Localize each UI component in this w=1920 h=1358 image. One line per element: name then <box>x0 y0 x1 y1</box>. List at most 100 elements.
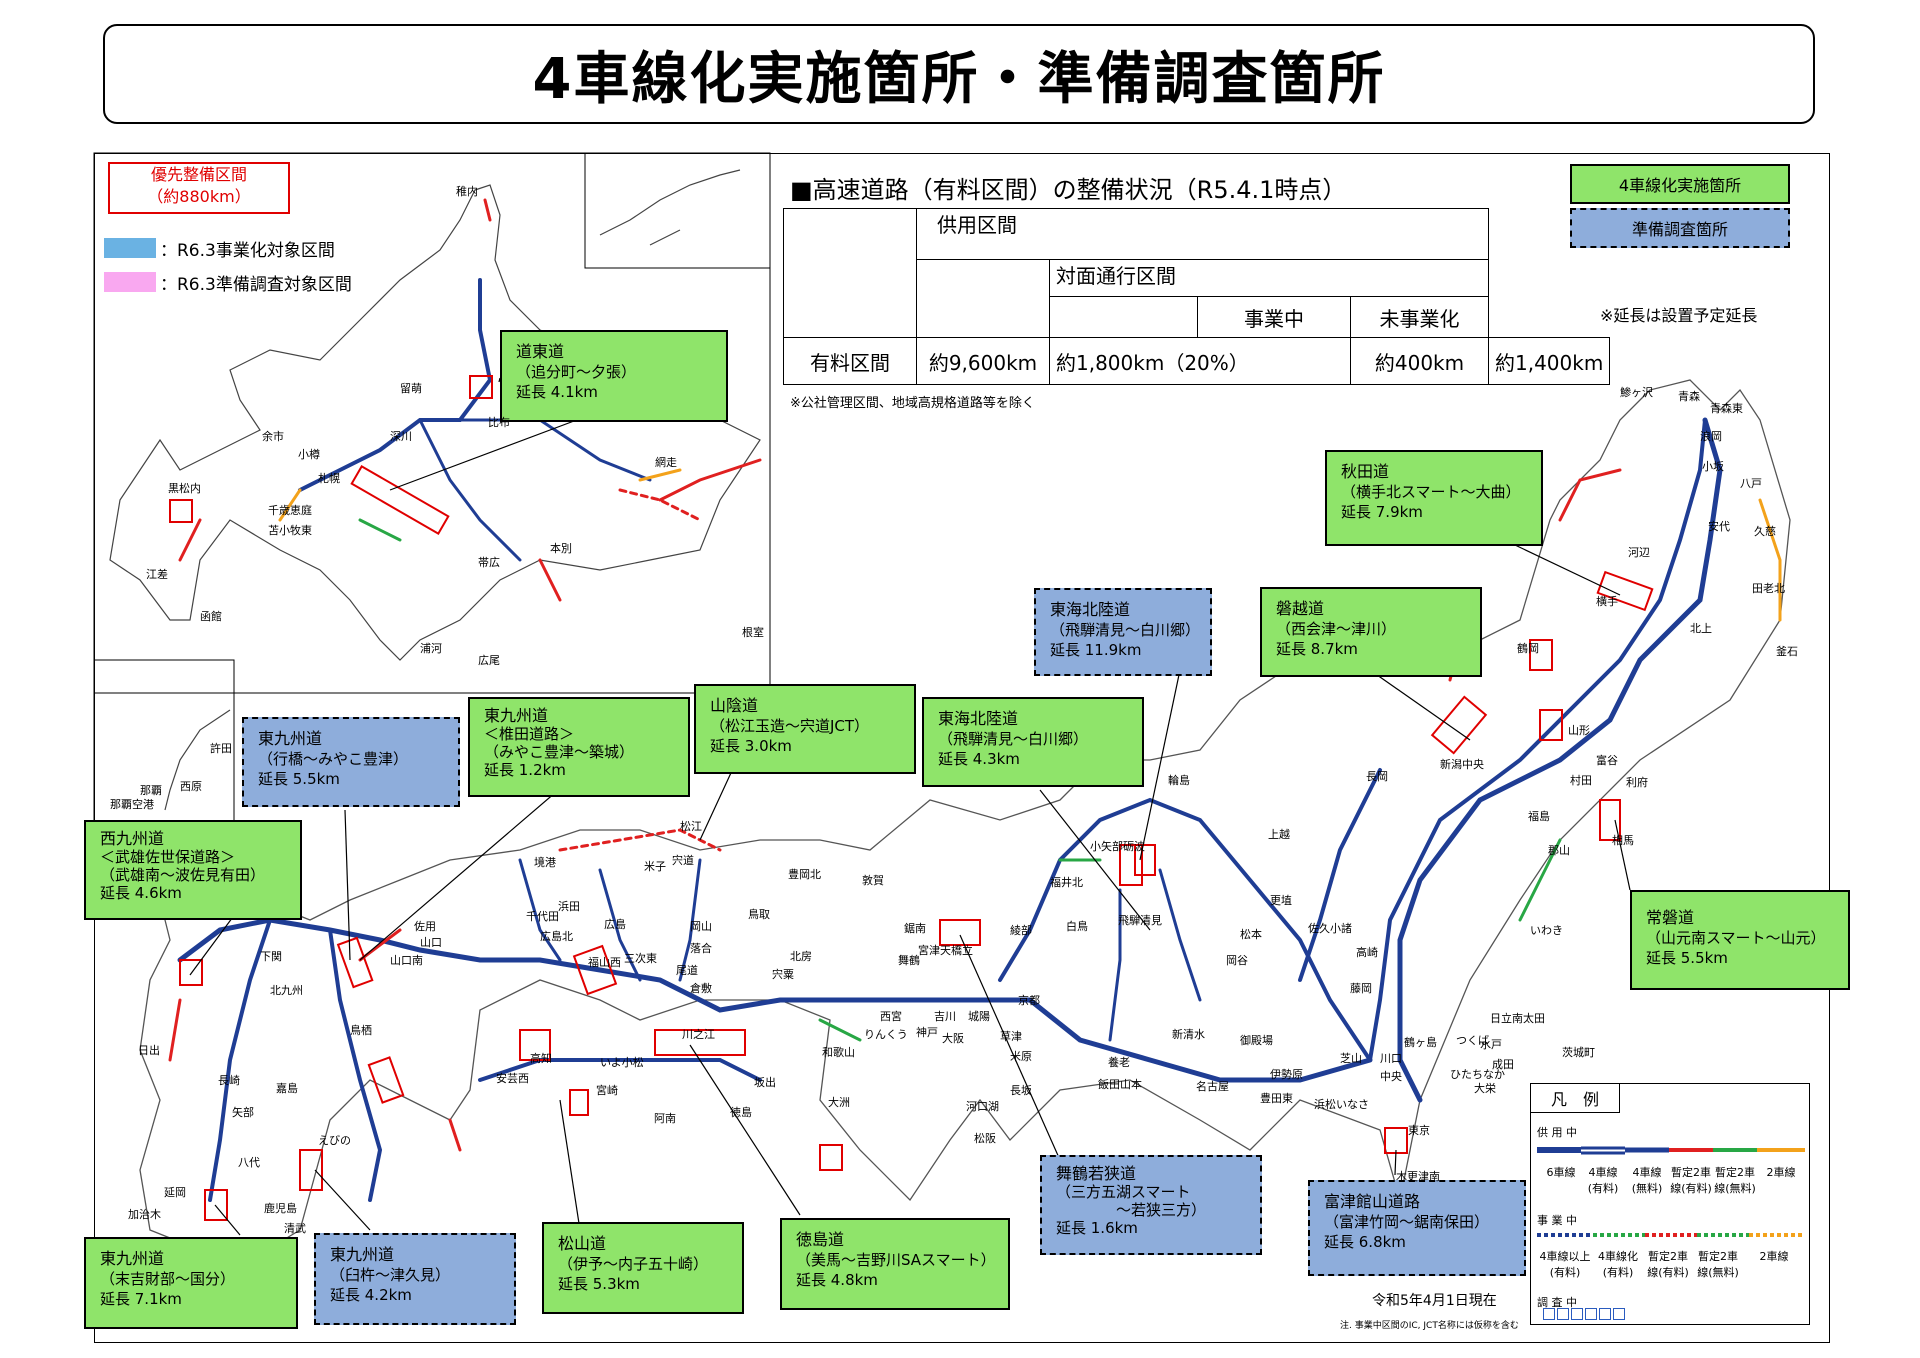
callout-length: 延長 5.5km <box>1646 949 1728 967</box>
city-label: 青森 <box>1678 390 1700 403</box>
city-label: 白鳥 <box>1066 920 1088 933</box>
city-label: 西原 <box>180 780 202 793</box>
legend-chip-survey: 準備調査箇所 <box>1570 208 1790 248</box>
city-label: えびの <box>318 1134 351 1147</box>
city-label: 成田 <box>1492 1058 1514 1071</box>
callout-doto: 道東道 （追分町～夕張） 延長 4.1km <box>500 330 728 422</box>
city-label: 小矢部砺波 <box>1090 840 1145 853</box>
legend-service-item: 暫定2車線(無料) <box>1714 1166 1756 1195</box>
city-label: 山口 <box>420 936 442 949</box>
city-label: 和歌山 <box>822 1046 855 1059</box>
site-marker <box>299 1149 323 1191</box>
site-marker <box>367 1056 405 1104</box>
key-label-business: ：R6.3事業化対象区間 <box>160 241 335 261</box>
callout-section: （横手北スマート～大曲） <box>1341 483 1521 501</box>
city-label: 帯広 <box>478 556 500 569</box>
city-label: 比布 <box>488 416 510 429</box>
city-label: 河口湖 <box>966 1100 999 1113</box>
city-label: 名古屋 <box>1196 1080 1229 1093</box>
city-label: 青森東 <box>1710 402 1743 415</box>
expressway-network <box>168 198 1782 1202</box>
status-row-label: 有料区間 <box>783 337 917 385</box>
callout-name: 東九州道 <box>100 1249 165 1268</box>
callout-section: ＜武雄佐世保道路＞ <box>100 848 236 866</box>
city-label: 村田 <box>1570 774 1592 787</box>
legend-progress-item: 2車線 <box>1759 1250 1789 1263</box>
callout-length: 延長 6.8km <box>1324 1233 1406 1251</box>
legend-service-item: 暫定2車線(有料) <box>1670 1166 1712 1195</box>
city-label: 伊勢原 <box>1270 1068 1303 1081</box>
site-marker <box>350 464 450 536</box>
callout-banetsu: 磐越道 （西会津～津川） 延長 8.7km <box>1260 587 1482 677</box>
city-label: 福井北 <box>1050 876 1083 889</box>
site-marker <box>336 936 374 989</box>
legend-service-item: 2車線 <box>1766 1166 1796 1179</box>
callout-higashi-kyushu-1: 東九州道 ＜椎田道路＞ （みやこ豊津～築城） 延長 1.2km <box>468 697 690 797</box>
city-label: 日立南太田 <box>1490 1012 1545 1025</box>
city-label: りんくう <box>864 1028 908 1041</box>
city-label: 米子 <box>644 860 666 873</box>
city-label: 養老 <box>1108 1056 1130 1069</box>
city-label: 大洲 <box>828 1096 850 1109</box>
city-label: 安芸西 <box>496 1072 529 1085</box>
city-label: 新潟中央 <box>1440 758 1484 771</box>
site-marker <box>569 1089 589 1116</box>
city-label: 岡谷 <box>1226 954 1248 967</box>
callout-length: 延長 5.3km <box>558 1275 640 1293</box>
callout-length: 延長 3.0km <box>710 737 792 755</box>
status-table: 供用区間 対面通行区間 事業中 未事業化 有料区間 約9,600km 約1,80… <box>783 208 1611 385</box>
city-label: 飛騨清見 <box>1118 914 1162 927</box>
callout-name: 秋田道 <box>1341 462 1390 481</box>
city-label: 松江 <box>680 820 702 833</box>
legend-box: 凡 例 供 用 中 6車線 4車線(有料) 4車線(無料) 暫定2車線(有料) … <box>1530 1083 1810 1325</box>
status-header-two-way: 対面通行区間 <box>1049 259 1489 297</box>
callout-maizuru-wakasa: 舞鶴若狭道 （三方五湖スマート ～若狭三方） 延長 1.6km <box>1040 1155 1262 1255</box>
city-label: 豊岡北 <box>788 868 821 881</box>
callout-section: （行橋～みやこ豊津） <box>258 750 409 768</box>
city-label: 函館 <box>200 610 222 623</box>
callout-name: 東九州道 <box>330 1245 395 1264</box>
callout-name: 松山道 <box>558 1234 607 1253</box>
status-title: ■高速道路（有料区間）の整備状況（R5.4.1時点） <box>790 176 1347 204</box>
status-header-in-progress: 事業中 <box>1197 296 1351 338</box>
site-marker <box>1529 639 1553 671</box>
city-label: 草津 <box>1000 1030 1022 1043</box>
callout-length: 延長 4.6km <box>100 884 182 902</box>
city-label: いよ小松 <box>600 1056 644 1069</box>
city-label: 飯田山本 <box>1098 1078 1142 1091</box>
city-label: 茨城町 <box>1562 1046 1595 1059</box>
site-marker <box>939 919 981 946</box>
callout-name: 富津館山道路 <box>1324 1192 1421 1211</box>
footnote: 注. 事業中区間のIC, JCT名称には仮称を含む <box>1340 1321 1519 1331</box>
city-label: 宍道 <box>672 854 694 867</box>
callout-length: 延長 7.9km <box>1341 503 1423 521</box>
city-label: 鯵ヶ沢 <box>1620 386 1653 399</box>
city-label: 境港 <box>534 856 556 869</box>
callout-tokai-1: 東海北陸道 （飛騨清見～白川郷） 延長 11.9km <box>1034 588 1212 676</box>
city-label: 苫小牧東 <box>268 524 312 537</box>
callout-akita: 秋田道 （横手北スマート～大曲） 延長 7.9km <box>1325 450 1543 546</box>
callout-name: 東九州道 <box>484 706 549 725</box>
city-label: 高知 <box>530 1052 552 1065</box>
city-label: 松阪 <box>974 1132 996 1145</box>
city-label: 鶴岡 <box>1517 642 1539 655</box>
status-header-service: 供用区間 <box>916 208 1489 260</box>
callout-tokushima: 徳島道 （美馬～吉野川SAスマート） 延長 4.8km <box>780 1218 1010 1310</box>
callout-section: （松江玉造～宍道JCT） <box>710 717 870 735</box>
city-label: 延岡 <box>164 1186 186 1199</box>
city-label: 宮津天橋立 <box>918 944 973 957</box>
city-label: 久慈 <box>1754 525 1776 538</box>
city-label: 留萌 <box>400 382 422 395</box>
legend-in-progress: 事 業 中 <box>1537 1214 1577 1227</box>
status-header-not-started: 未事業化 <box>1350 296 1489 338</box>
callout-length: 延長 4.2km <box>330 1286 412 1304</box>
site-marker <box>1599 799 1621 841</box>
callout-length: 延長 4.1km <box>516 383 598 401</box>
callout-name: 舞鶴若狭道 <box>1056 1164 1137 1183</box>
callout-section: （富津竹岡～鋸南保田） <box>1324 1213 1490 1231</box>
status-row-service: 約9,600km <box>916 337 1050 385</box>
city-label: 相馬 <box>1612 834 1634 847</box>
callout-section-2: （みやこ豊津～築城） <box>484 743 635 761</box>
city-label: 西宮 <box>880 1010 902 1023</box>
length-note: ※延長は設置予定延長 <box>1600 306 1758 325</box>
